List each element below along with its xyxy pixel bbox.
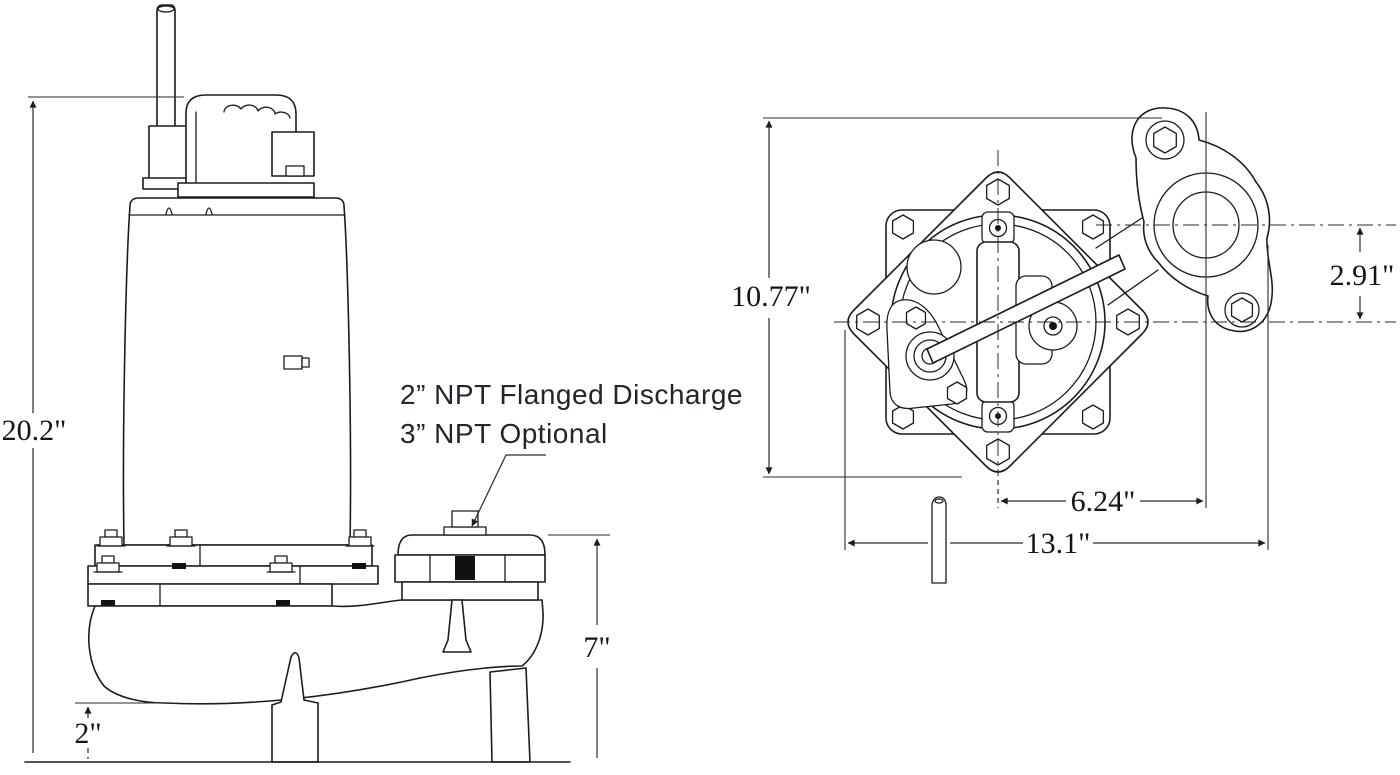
- cable-stub-tip: [934, 498, 944, 504]
- discharge-callout: 2” NPT Flanged Discharge 3” NPT Optional: [400, 379, 743, 527]
- seal-plate-bolt: [1081, 404, 1105, 430]
- dim-label-6-24: 6.24": [1071, 485, 1136, 518]
- gasket-mark: [276, 600, 290, 606]
- plate-bolt: [946, 381, 968, 405]
- flange-bolt-head: [451, 510, 479, 528]
- handle-grip-icon: [223, 104, 291, 119]
- flange-bolt-plan: [1230, 297, 1254, 323]
- top-view: 10.77" 2.91" 6.24" 13.1": [731, 107, 1396, 584]
- oil-plug: [283, 355, 310, 370]
- lifting-handle: [185, 94, 297, 185]
- dim-discharge-height: 7": [548, 534, 611, 758]
- callout-line1: 2” NPT Flanged Discharge: [400, 379, 743, 410]
- dim-label-7: 7": [583, 631, 610, 664]
- port-dot: [1049, 322, 1057, 330]
- dim-label-20-2: 20.2": [2, 414, 67, 447]
- flange-bolt-washer: [443, 526, 487, 536]
- cable-entry-circle: [906, 239, 962, 295]
- cable-tip: [157, 5, 175, 13]
- dim-discharge-offset-h: 6.24": [997, 480, 1204, 518]
- side-view: 20.2" 2" 7" 2” NPT Flanged Discharge 3” …: [2, 4, 743, 763]
- discharge-flange-side: [394, 510, 546, 653]
- dim-plan-width: 13.1": [844, 245, 1269, 560]
- dim-discharge-offset-v: 2.91": [1330, 227, 1395, 320]
- gasket-mark: [352, 563, 366, 569]
- dim-overall-height: 20.2": [2, 96, 184, 753]
- npt-stub: [442, 599, 472, 653]
- dim-clearance: 2": [74, 702, 165, 759]
- power-cable: [156, 4, 176, 129]
- cable-stub-plan: [931, 496, 947, 584]
- rear-leg: [489, 667, 531, 763]
- dim-plan-height: 10.77": [731, 117, 1162, 478]
- plate-bolt: [905, 306, 927, 330]
- flange-bolt-plan: [1153, 126, 1177, 154]
- dim-label-2: 2": [74, 717, 101, 750]
- flange-web-line: [1095, 217, 1143, 249]
- volute: [88, 599, 544, 705]
- dim-label-13-1: 13.1": [1026, 527, 1091, 560]
- callout-line2: 3” NPT Optional: [400, 418, 608, 449]
- flange-bolt: [96, 529, 126, 547]
- bolt-shank-mark: [455, 556, 475, 580]
- handle-pin-dot: [995, 225, 1001, 231]
- casting-notch-icon: [165, 207, 213, 215]
- top-plate: [177, 182, 315, 198]
- port-ring: [1043, 316, 1063, 336]
- dim-label-10-77: 10.77": [731, 280, 811, 313]
- dim-label-2-91: 2.91": [1330, 259, 1395, 292]
- front-leg: [271, 651, 319, 763]
- gasket-mark: [172, 563, 186, 569]
- flange-web-line: [1107, 269, 1159, 306]
- gasket-mark: [101, 600, 115, 606]
- seal-plate-bolt: [1081, 214, 1105, 240]
- cable-clamp: [148, 125, 188, 181]
- lever-rod: [926, 254, 1126, 364]
- seal-plate-bolt: [891, 214, 915, 240]
- callout-leader: [471, 454, 546, 527]
- seal-flange-stack: [87, 529, 379, 607]
- motor-housing: [122, 197, 352, 546]
- cord-grip-nut: [285, 165, 305, 177]
